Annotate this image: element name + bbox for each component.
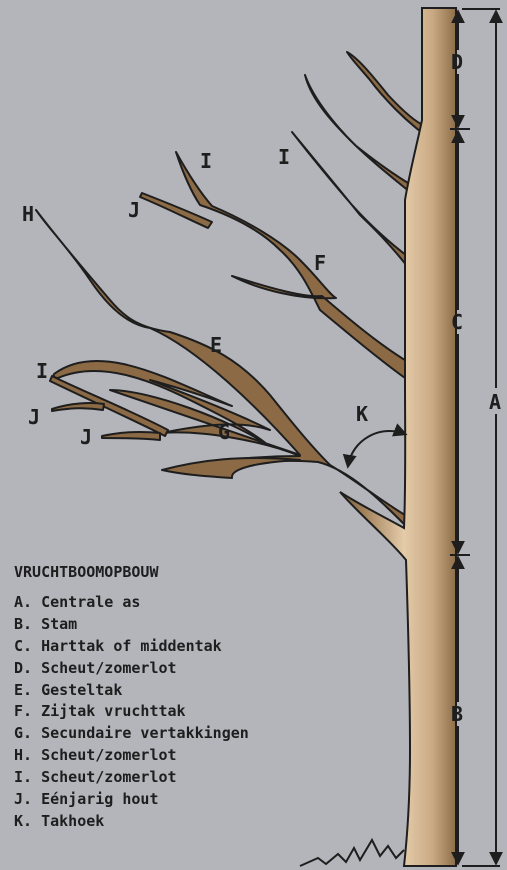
label-j-upper: J: [128, 198, 140, 222]
legend-item-a: A. Centrale as: [14, 592, 249, 614]
label-d: D: [451, 50, 463, 74]
dimension-lines: [450, 9, 500, 866]
scaffold-branch-e: [36, 210, 410, 530]
legend-item-i: I. Scheut/zomerlot: [14, 767, 249, 789]
legend-item-e: E. Gesteltak: [14, 680, 249, 702]
central-leader-trunk: [340, 8, 456, 866]
twig-j-lower-2: [102, 432, 160, 440]
legend-item-h: H. Scheut/zomerlot: [14, 745, 249, 767]
legend-list: A. Centrale as B. Stam C. Harttak of mid…: [14, 592, 249, 833]
label-a: A: [489, 390, 501, 414]
branches: [36, 52, 425, 530]
legend: VRUCHTBOOMOPBOUW A. Centrale as B. Stam …: [14, 562, 249, 833]
legend-item-c: C. Harttak of middentak: [14, 636, 249, 658]
legend-item-d: D. Scheut/zomerlot: [14, 658, 249, 680]
label-e: E: [210, 333, 222, 357]
twig-j-lower-1: [52, 403, 104, 411]
legend-title: VRUCHTBOOMOPBOUW: [14, 562, 249, 584]
legend-item-k: K. Takhoek: [14, 811, 249, 833]
label-j-left: J: [28, 405, 40, 429]
label-g: G: [218, 420, 230, 444]
label-b: B: [451, 702, 463, 726]
label-i-mid: I: [200, 149, 212, 173]
shoot-d: [305, 75, 420, 200]
label-k: K: [356, 402, 368, 426]
label-i-upper: I: [278, 145, 290, 169]
branch-angle-arc: [348, 431, 405, 466]
legend-item-f: F. Zijtak vruchttak: [14, 701, 249, 723]
legend-item-g: G. Secundaire vertakkingen: [14, 723, 249, 745]
label-f: F: [314, 251, 326, 275]
secondary-branch-g: [162, 458, 300, 478]
shoot-i-upper: [292, 132, 410, 270]
legend-item-b: B. Stam: [14, 614, 249, 636]
legend-item-j: J. Eénjarig hout: [14, 789, 249, 811]
label-c: C: [451, 310, 463, 334]
shoot-d-top: [347, 52, 425, 135]
ground-grass: [300, 840, 404, 866]
label-i-left: I: [36, 359, 48, 383]
label-j-lower: J: [80, 425, 92, 449]
label-h: H: [22, 202, 34, 226]
